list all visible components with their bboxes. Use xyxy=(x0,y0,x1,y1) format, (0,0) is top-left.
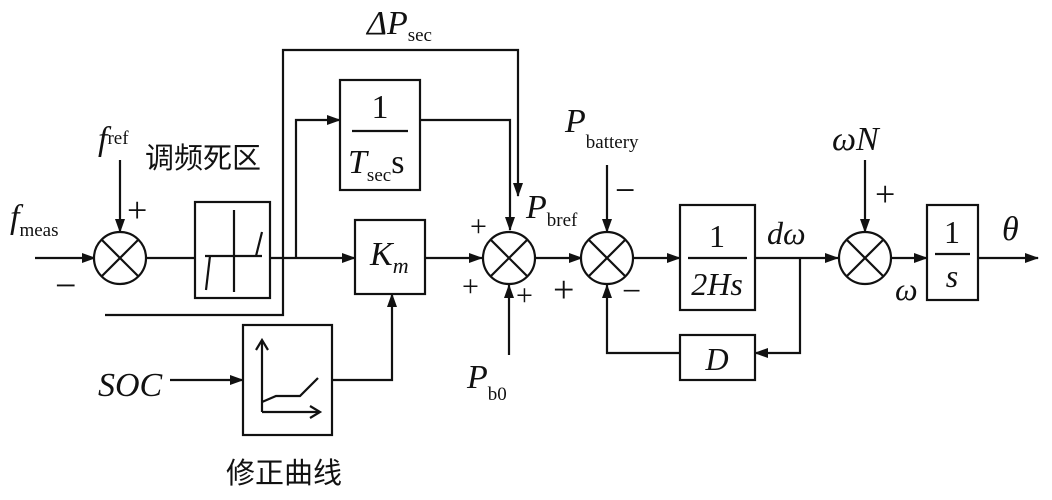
integrator-denominator: s xyxy=(946,258,958,294)
damping-block: D xyxy=(678,333,757,382)
deadband-curve-left xyxy=(204,255,212,291)
sign-sum3-plus: + xyxy=(553,269,574,311)
soc-correction-curve-block xyxy=(241,323,334,437)
label-f-meas: fmeas xyxy=(10,199,59,241)
gain-km-block: Km xyxy=(353,218,427,296)
label-omega-n: ωN xyxy=(832,121,881,158)
sign-sum1-plus: + xyxy=(127,190,147,230)
summing-junction-3 xyxy=(579,230,635,286)
sign-sum2-plus-bottom: + xyxy=(516,279,533,312)
deadband-block xyxy=(193,200,272,300)
secondary-denominator: Tsecs xyxy=(348,144,404,186)
sign-sum1-minus: − xyxy=(55,265,76,307)
line-branch-secondary xyxy=(294,115,341,258)
integrator-block: 1 s xyxy=(925,203,980,302)
label-f-ref: fref xyxy=(98,121,129,158)
label-p-b0: Pb0 xyxy=(466,359,507,405)
curve-axis-y-arrow xyxy=(255,337,269,351)
curve-axis-x-arrow xyxy=(309,405,323,419)
label-theta: θ xyxy=(1002,211,1019,248)
inertia-numerator: 1 xyxy=(709,218,725,254)
inertia-block: 1 2Hs xyxy=(678,203,757,312)
line-delta-psec xyxy=(105,48,523,317)
sign-sum4-plus: + xyxy=(875,174,895,214)
summing-junction-1 xyxy=(92,230,148,286)
deadband-label: 调频死区 xyxy=(145,141,261,175)
line-feedback-d xyxy=(754,258,802,358)
label-omega: ω xyxy=(895,271,918,307)
label-p-battery: Pbattery xyxy=(564,103,639,153)
damping-label: D xyxy=(704,341,728,377)
summing-junction-2 xyxy=(481,230,537,286)
deadband-curve-right xyxy=(254,231,264,257)
secondary-control-block: 1 Tsecs xyxy=(338,78,422,192)
label-delta-p-sec: ΔPsec xyxy=(365,5,432,46)
line-d-sum3 xyxy=(602,284,680,355)
inertia-denominator: 2Hs xyxy=(691,266,743,302)
line-secondary-sum2 xyxy=(420,118,515,231)
sign-sum3-minus-top: − xyxy=(615,170,635,210)
sign-sum2-plus-top: + xyxy=(470,210,487,243)
signal-lines xyxy=(35,48,1039,385)
label-p-bref: Pbref xyxy=(525,189,578,231)
gain-km-label: Km xyxy=(369,236,409,278)
secondary-numerator: 1 xyxy=(372,89,389,126)
label-d-omega: dω xyxy=(767,215,806,251)
summing-junction-4 xyxy=(837,230,893,286)
integrator-numerator: 1 xyxy=(944,214,960,250)
sign-sum2-plus-left: + xyxy=(462,270,479,303)
line-curve-km xyxy=(332,293,397,382)
soc-curve-label: 修正曲线 xyxy=(226,456,342,490)
curve-shape xyxy=(261,377,319,404)
label-soc: SOC xyxy=(98,367,163,404)
sign-sum3-minus-bottom: − xyxy=(622,273,641,310)
